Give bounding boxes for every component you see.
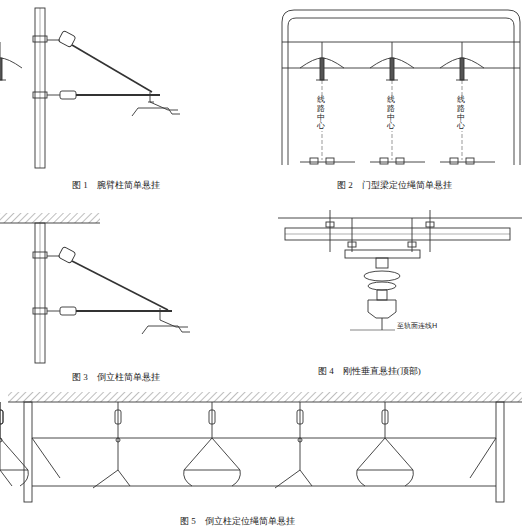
figure-caption: 图 3 倒立柱简单悬挂 (72, 372, 160, 383)
cantilever-pole-figure (33, 8, 180, 168)
figure-caption: 图 1 腕臂柱简单悬挂 (72, 180, 160, 191)
figure-caption: 图 2 门型梁定位绳简单悬挂 (337, 180, 452, 191)
inverted-pole-span-figure (0, 392, 522, 502)
centerline-label: 线路中心 (457, 96, 465, 131)
portal-beam-figure (0, 10, 520, 165)
centerline-label: 线路中心 (387, 96, 395, 131)
centerline-label: 线路中心 (317, 96, 325, 131)
inverted-pole-figure (0, 213, 190, 363)
rigid-suspension-figure (278, 210, 522, 330)
figure-caption: 图 4 刚性垂直悬挂(顶部) (318, 366, 421, 377)
reference-label: 至轨面连线H (396, 322, 438, 330)
figure-caption: 图 5 倒立柱定位绳简单悬挂 (180, 516, 295, 527)
